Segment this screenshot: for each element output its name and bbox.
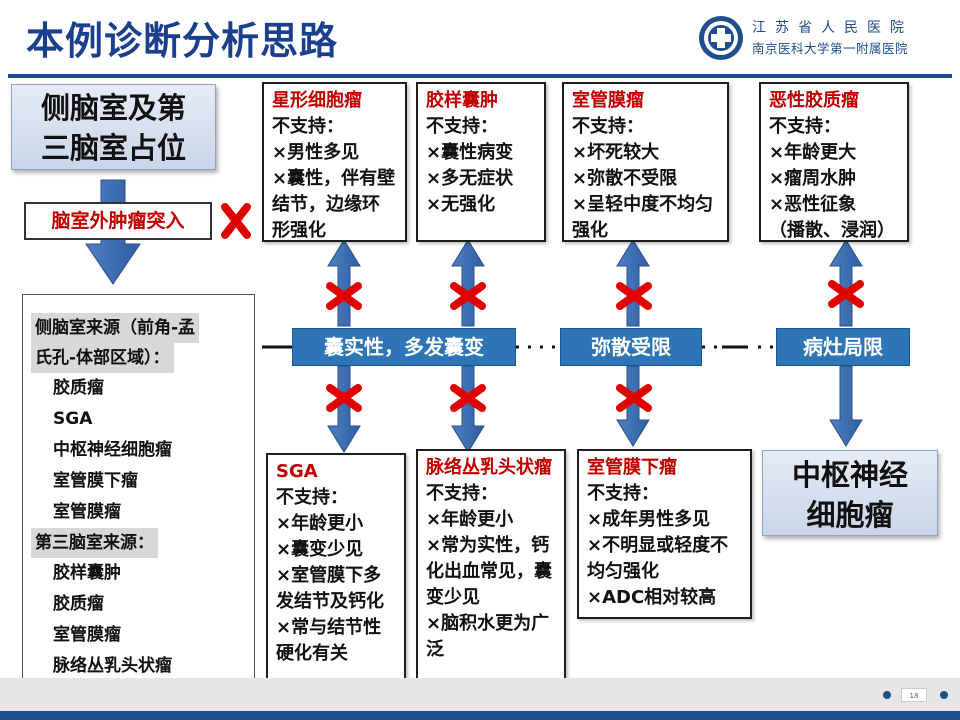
extra-ventricular-box: 脑室外肿瘤突入 — [24, 202, 212, 240]
up-arrow-icon — [829, 239, 863, 327]
cross-icon — [326, 384, 362, 412]
cross-icon — [616, 282, 652, 310]
card-line: ×囊性病变 — [426, 142, 514, 163]
cross-icon — [616, 384, 652, 412]
card-title: 脉络丛乳头状瘤 — [426, 457, 552, 478]
card-line: ×坏死较大 — [572, 142, 660, 163]
card-ependymoma: 室管膜瘤 不支持： ×坏死较大 ×弥散不受限 ×呈轻中度不均匀强化 — [562, 82, 729, 242]
card-line: ×年龄更大 — [769, 142, 857, 163]
list-item: 胶质瘤 — [53, 594, 104, 614]
cross-icon — [326, 282, 362, 310]
card-label: 不支持： — [572, 116, 644, 137]
card-line: ×恶性征象 — [769, 194, 857, 215]
card-line: ×成年男性多见 — [587, 509, 711, 530]
hospital-logo-icon — [699, 16, 743, 60]
card-title: 胶样囊肿 — [426, 90, 498, 111]
card-colloid-cyst: 胶样囊肿 不支持： ×囊性病变 ×多无症状 ×无强化 — [416, 82, 546, 242]
card-subependymoma: 室管膜下瘤 不支持： ×成年男性多见 ×不明显或轻度不均匀强化 ×ADC相对较高 — [577, 449, 752, 619]
result-line2: 细胞瘤 — [806, 498, 894, 532]
page-number: 18 — [901, 688, 927, 702]
card-label: 不支持： — [426, 483, 498, 504]
down-arrow-icon — [829, 365, 863, 447]
card-malignant-glioma: 恶性胶质瘤 不支持： ×年龄更大 ×瘤周水肿 ×恶性征象 （播散、浸润） — [759, 82, 909, 242]
card-line: ×室管膜下多发结节及钙化 — [276, 565, 384, 612]
hospital-name: 江苏省人民医院 — [752, 20, 913, 36]
card-astrocytoma: 星形细胞瘤 不支持： ×男性多见 ×囊性，伴有壁结节，边缘环形强化 — [262, 82, 407, 242]
list-item: SGA — [53, 409, 93, 429]
card-choroid-plexus-papilloma: 脉络丛乳头状瘤 不支持： ×年龄更小 ×常为实性，钙化出血常见，囊变少见 ×脑积… — [416, 449, 566, 689]
card-line: ×瘤周水肿 — [769, 168, 857, 189]
up-arrow-icon — [451, 239, 485, 327]
down-arrow-icon — [616, 365, 650, 447]
location-line2: 三脑室占位 — [40, 131, 186, 165]
feature-diffusion: 弥散受限 — [560, 328, 702, 366]
cross-icon — [450, 282, 486, 310]
list-item: 室管膜瘤 — [53, 625, 121, 645]
up-arrow-icon — [327, 239, 361, 327]
card-line: ×囊变少见 — [276, 539, 364, 560]
result-line1: 中枢神经 — [791, 458, 908, 492]
card-line: ×年龄更小 — [276, 513, 364, 534]
page-title: 本例诊断分析思路 — [26, 19, 339, 63]
hospital-affiliation: 南京医科大学第一附属医院 — [752, 41, 909, 56]
diagnosis-result-box: 中枢神经 细胞瘤 — [762, 450, 938, 536]
source-list-box: 侧脑室来源（前角-孟 氏孔-体部区域）： 胶质瘤 SGA 中枢神经细胞瘤 室管膜… — [22, 294, 255, 694]
list-item: 中枢神经细胞瘤 — [53, 440, 172, 460]
cross-icon — [450, 384, 486, 412]
card-line: ×无强化 — [426, 194, 496, 215]
card-line: ×ADC相对较高 — [587, 587, 717, 608]
footer-bar — [0, 678, 960, 712]
card-line: ×呈轻中度不均匀强化 — [572, 194, 714, 241]
card-title: 星形细胞瘤 — [272, 90, 362, 111]
list-item: 胶样囊肿 — [53, 563, 121, 583]
card-line: ×男性多见 — [272, 142, 360, 163]
feature-cystic: 囊实性，多发囊变 — [292, 328, 516, 366]
card-line: ×常与结节性硬化有关 — [276, 617, 382, 664]
list-item: 室管膜下瘤 — [53, 471, 138, 491]
list-item: 脉络丛乳头状瘤 — [53, 656, 172, 676]
cross-icon — [828, 280, 864, 308]
card-line: ×多无症状 — [426, 168, 514, 189]
header-divider — [8, 74, 952, 78]
down-arrow-icon — [327, 365, 361, 453]
card-sga: SGA 不支持： ×年龄更小 ×囊变少见 ×室管膜下多发结节及钙化 ×常与结节性… — [266, 453, 406, 689]
card-label: 不支持： — [276, 487, 348, 508]
card-label: 不支持： — [272, 116, 344, 137]
card-line: ×年龄更小 — [426, 509, 514, 530]
card-title: 室管膜下瘤 — [587, 457, 677, 478]
card-line: ×不明显或轻度不均匀强化 — [587, 535, 729, 582]
third-source-header: 第三脑室来源： — [31, 528, 158, 558]
card-label: 不支持： — [587, 483, 659, 504]
down-arrow-icon — [451, 365, 485, 453]
card-line: （播散、浸润） — [769, 220, 895, 241]
card-line: ×囊性，伴有壁结节，边缘环形强化 — [272, 168, 396, 241]
dot-icon — [940, 691, 948, 699]
card-title: SGA — [276, 461, 318, 482]
card-title: 恶性胶质瘤 — [769, 90, 859, 111]
card-line: ×常为实性，钙化出血常见，囊变少见 — [426, 535, 552, 608]
dot-icon — [883, 691, 891, 699]
card-line: ×脑积水更为广泛 — [426, 613, 550, 660]
list-item: 胶质瘤 — [53, 378, 104, 398]
location-line1: 侧脑室及第 — [40, 91, 186, 125]
card-title: 室管膜瘤 — [572, 90, 644, 111]
lateral-source-header: 侧脑室来源（前角-孟 — [31, 313, 200, 343]
card-line: ×弥散不受限 — [572, 168, 678, 189]
lateral-source-header: 氏孔-体部区域）： — [31, 343, 174, 373]
location-box: 侧脑室及第 三脑室占位 — [11, 84, 216, 170]
cross-icon — [221, 203, 251, 239]
footer-line — [0, 711, 960, 720]
up-arrow-icon — [616, 239, 650, 327]
list-item: 室管膜瘤 — [53, 502, 121, 522]
feature-focal: 病灶局限 — [776, 328, 910, 366]
card-label: 不支持： — [769, 116, 841, 137]
card-label: 不支持： — [426, 116, 498, 137]
